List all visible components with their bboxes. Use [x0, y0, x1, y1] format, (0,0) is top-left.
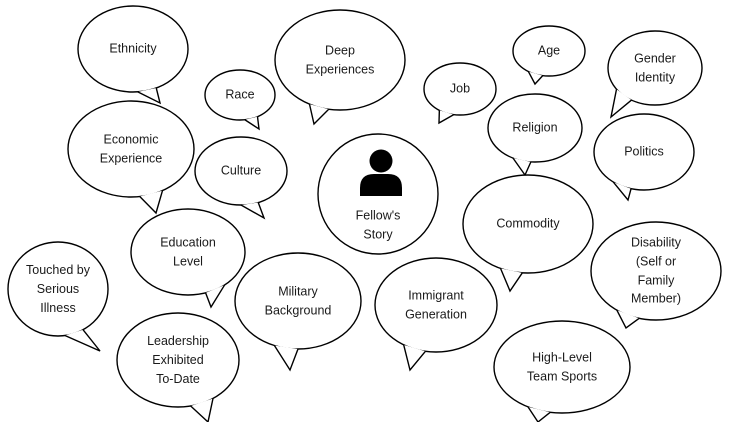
speech-bubble-touched-by-illness	[7, 241, 109, 352]
speech-tail	[204, 284, 226, 309]
bubble-label-job: Job	[449, 81, 471, 96]
bubble-label-deep-experiences: Deep Experiences	[305, 43, 375, 76]
bubble-label-gender-identity: Gender Identity	[634, 51, 676, 84]
speech-tail	[244, 116, 260, 131]
bubble-label-education-level: Education Level	[160, 235, 216, 268]
bubble-label-race: Race	[225, 87, 255, 102]
speech-tail	[527, 406, 551, 422]
speech-bubble-education-level	[130, 208, 246, 309]
bubble-label-immigrant-generation: Immigrant Generation	[405, 288, 467, 321]
speech-bubble-immigrant-generation	[374, 257, 498, 372]
speech-bubble-economic-experience	[67, 100, 195, 215]
speech-tail	[609, 89, 632, 119]
speech-tail	[612, 181, 632, 202]
bubble-label-military-background: Military Background	[264, 284, 332, 317]
speech-bubble-age	[512, 25, 586, 86]
speech-bubble-military-background	[234, 252, 362, 372]
speech-bubble-team-sports	[493, 320, 631, 422]
speech-tail	[308, 103, 330, 126]
bubble-label-age: Age	[537, 43, 561, 58]
speech-bubble-religion	[487, 93, 583, 177]
bubble-label-economic-experience: Economic Experience	[99, 132, 163, 165]
speech-tail	[527, 71, 544, 86]
speech-tail	[190, 398, 214, 422]
speech-tail	[616, 309, 640, 330]
speech-bubble-leadership	[116, 312, 240, 422]
bubble-label-politics: Politics	[624, 144, 664, 159]
speech-tail	[240, 202, 266, 220]
center-label: Fellow's Story	[355, 208, 401, 241]
speech-tail	[438, 110, 455, 125]
speech-tail	[273, 345, 299, 372]
speech-bubble-ethnicity	[77, 5, 189, 105]
speech-bubble-disability	[590, 221, 722, 330]
bubble-label-religion: Religion	[512, 120, 558, 135]
speech-tail	[64, 329, 101, 352]
speech-bubble-race	[204, 69, 276, 131]
bubble-label-team-sports: High-Level Team Sports	[526, 350, 598, 383]
speech-bubble-culture	[194, 136, 288, 220]
bubble-label-culture: Culture	[220, 163, 262, 178]
speech-tail	[402, 344, 426, 372]
bubble-label-touched-by-illness: Touched by Serious Illness	[26, 262, 90, 315]
bubble-label-disability: Disability (Self or Family Member)	[630, 235, 681, 306]
speech-bubble-commodity	[462, 174, 594, 293]
speech-tail	[137, 87, 162, 105]
center-circle	[317, 133, 439, 255]
speech-tail	[139, 190, 164, 215]
speech-tail	[499, 268, 523, 293]
speech-bubble-gender-identity	[607, 30, 703, 119]
person-icon	[360, 149, 402, 196]
speech-bubble-job	[423, 62, 497, 125]
speech-bubble-deep-experiences	[274, 9, 406, 126]
bubble-label-leadership: Leadership Exhibited To-Date	[147, 333, 209, 386]
bubble-label-ethnicity: Ethnicity	[109, 41, 157, 56]
speech-bubble-politics	[593, 113, 695, 202]
bubble-label-commodity: Commodity	[496, 216, 560, 231]
